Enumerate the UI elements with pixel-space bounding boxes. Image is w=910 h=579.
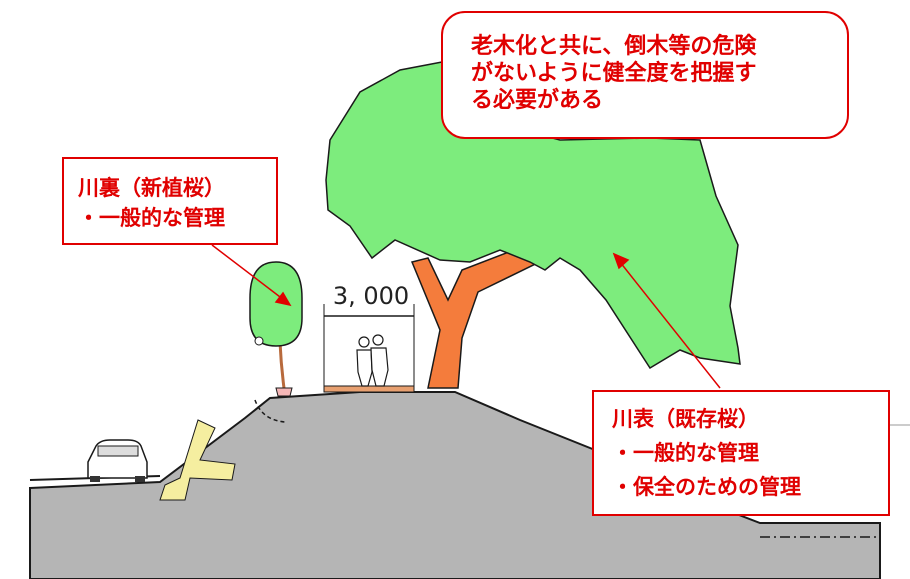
callout-title: 川裏（新植桜）: [78, 176, 225, 200]
path-width-dimension: 3, 000: [332, 282, 410, 310]
embankment-ground: [29, 391, 881, 579]
existing-tree-trunk: [410, 239, 562, 389]
callout-line: る必要がある: [471, 88, 604, 113]
callout-line: 老木化と共に、倒木等の危険: [471, 34, 757, 59]
pedestrians-icon: [356, 334, 389, 387]
car-icon: [87, 439, 148, 482]
callout-line: がないように健全度を把握す: [471, 61, 757, 86]
leader-arrows: [211, 244, 721, 389]
callout-title: 川表（既存桜）: [612, 407, 759, 431]
retaining-structure: [159, 419, 236, 501]
callout-line: ・一般的な管理: [78, 206, 225, 230]
old-slope-dashed: [254, 399, 286, 423]
walkway: [323, 385, 415, 393]
dimension-line: [323, 304, 415, 386]
aging-tree-callout: 老木化と共に、倒木等の危険 がないように健全度を把握す る必要がある: [441, 11, 849, 139]
back-slope-callout: 川裏（新植桜） ・一般的な管理: [62, 157, 278, 245]
callout-line: ・一般的な管理: [612, 441, 759, 465]
front-slope-callout: 川表（既存桜） ・一般的な管理 ・保全のための管理: [592, 390, 890, 516]
callout-line: ・保全のための管理: [612, 475, 801, 499]
new-sakura-tree-icon: [249, 261, 303, 397]
